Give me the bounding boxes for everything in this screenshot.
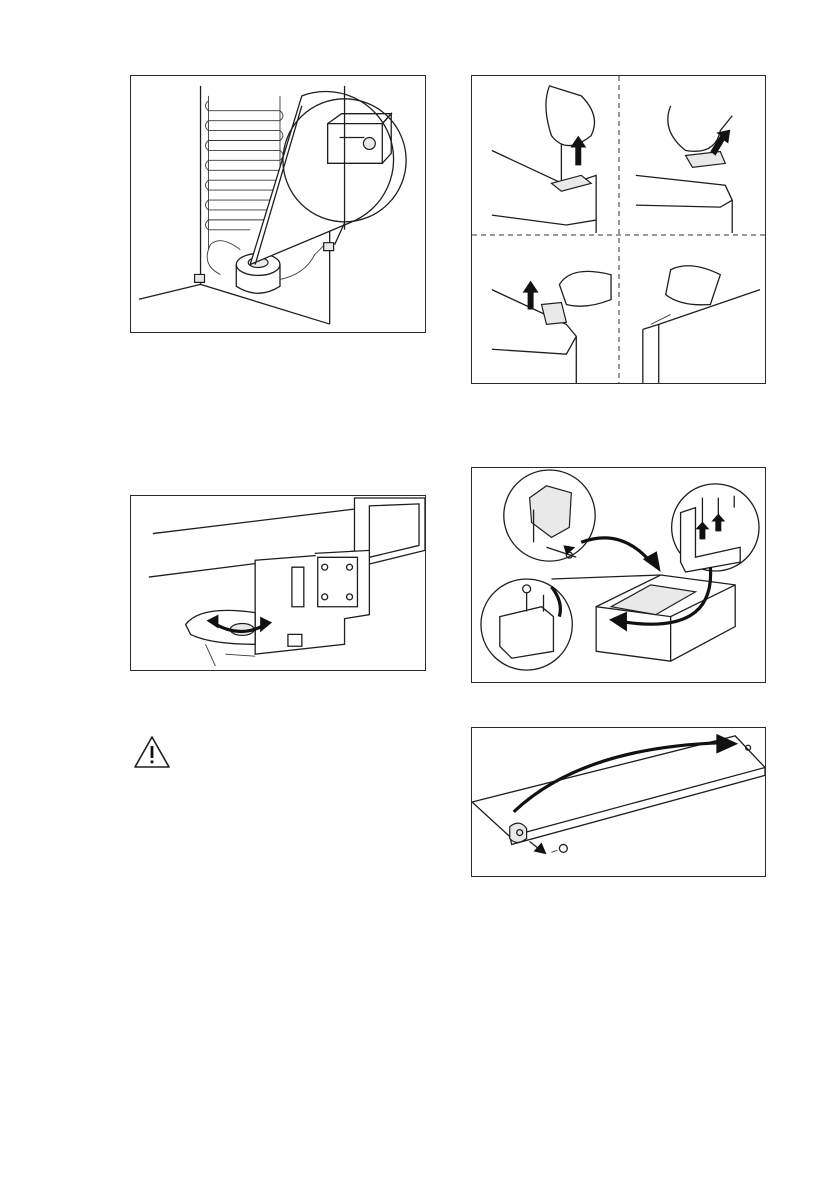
hinge-cover-removal-illustration	[471, 75, 766, 384]
adjustable-foot-illustration	[130, 495, 426, 671]
door-top-edge-illustration	[471, 727, 766, 877]
hinge-swap-illustration	[471, 467, 766, 683]
warning-triangle-icon	[133, 735, 171, 769]
condenser-clip-illustration	[130, 75, 426, 333]
